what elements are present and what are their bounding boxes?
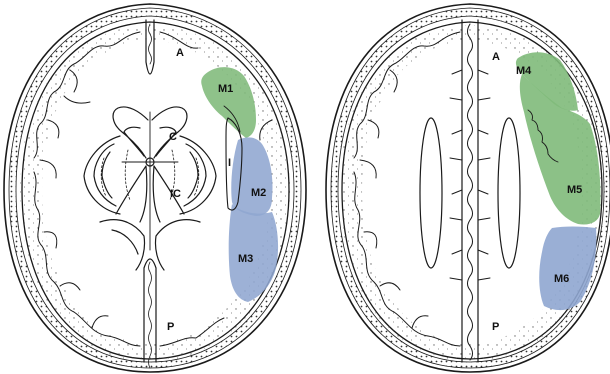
label-insula: I	[228, 157, 231, 169]
left-label-anterior: A	[176, 47, 184, 59]
left-deep-structures	[84, 107, 216, 270]
right-interhemispheric-fissure	[462, 20, 478, 362]
right-brain-section: A P M4 M5 M6	[320, 0, 610, 374]
label-m4: M4	[516, 65, 532, 77]
label-m6: M6	[554, 273, 569, 285]
left-brain-section: A P M1 M2 M3 C IC I	[0, 0, 306, 374]
right-label-anterior: A	[492, 51, 500, 63]
right-label-posterior: P	[492, 321, 499, 333]
label-caudate: C	[169, 131, 177, 143]
right-lentiform	[180, 136, 216, 214]
left-ventricle-body	[420, 118, 442, 268]
right-ventricle-body	[498, 118, 520, 268]
label-m1: M1	[218, 83, 233, 95]
right-fissure-wavy	[468, 24, 473, 360]
label-m5: M5	[567, 184, 582, 196]
left-lentiform	[84, 136, 120, 214]
label-internal-capsule: IC	[170, 188, 181, 200]
label-m2: M2	[251, 187, 266, 199]
territory-m6	[539, 227, 596, 311]
label-m3: M3	[238, 253, 253, 265]
left-label-posterior: P	[167, 321, 174, 333]
